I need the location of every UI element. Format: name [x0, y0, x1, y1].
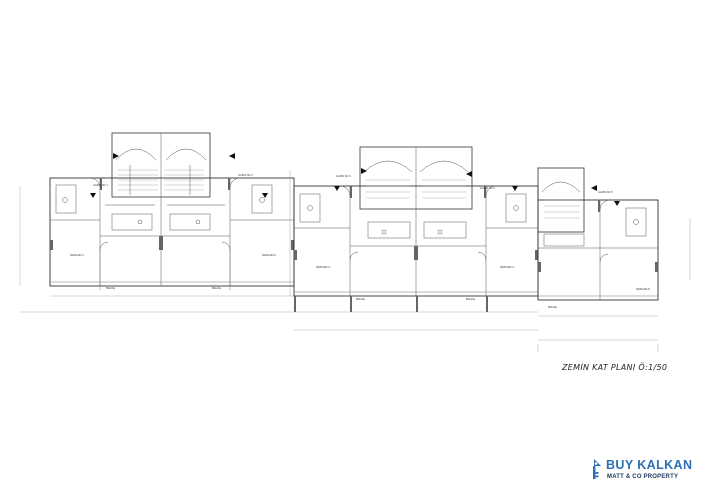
unit-b-left-garden-label: BAHCE — [356, 297, 365, 301]
unit-a-left-garden-label: BAHCE — [106, 286, 115, 290]
unit-a-room-2-label: SATILAN 2 — [262, 253, 276, 257]
drawing-title: ZEMİN KAT PLANI Ö:1/50 — [562, 363, 668, 372]
unit-b-room-1-label: SATILAN 3 — [316, 265, 330, 269]
unit-a-room-1-label: SATILAN 1 — [70, 253, 84, 257]
unit-a-right-garden-label: BAHCE — [212, 286, 221, 290]
entrance-arrows — [90, 153, 620, 206]
unit-b-right-garden-label: BAHCE — [466, 297, 475, 301]
block-c — [537, 167, 691, 352]
unit-c-room-1-label: SATILAN 5 — [636, 287, 650, 291]
unit-b-entrance-2-label: GARİS NO 4 — [480, 185, 495, 190]
brand-logo: BUY KALKAN MATT & CO PROPERTY — [588, 457, 700, 493]
block-b — [289, 146, 539, 331]
unit-c-garden-label: BAHCE — [548, 305, 557, 309]
unit-b-room-2-label: SATILAN 4 — [500, 265, 514, 269]
unit-c-entrance-1-label: GARİS NO 5 — [598, 189, 613, 194]
block-a — [19, 132, 295, 313]
unit-a-entrance-2-label: GARİS NO 2 — [238, 172, 253, 177]
key-icon — [593, 459, 601, 479]
unit-b-entrance-1-label: GARİS NO 3 — [336, 173, 351, 178]
brand-name: BUY KALKAN — [606, 458, 693, 472]
brand-tagline: MATT & CO PROPERTY — [607, 474, 679, 480]
unit-a-entrance-1-label: GARİS NO 1 — [93, 182, 108, 187]
